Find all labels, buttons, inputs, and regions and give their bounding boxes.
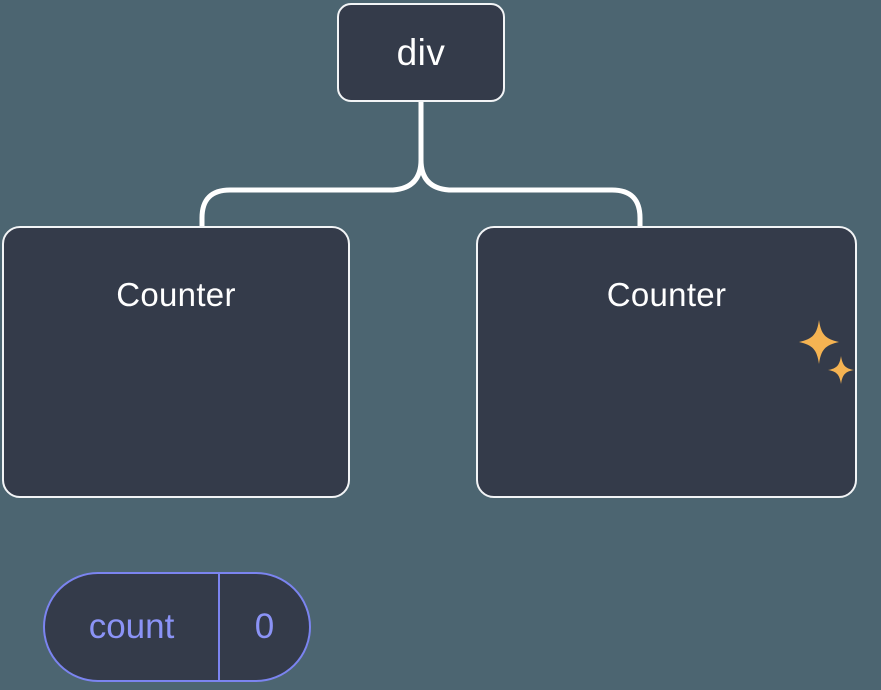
tree-node-counter-right[interactable]: Counter count 1 — [476, 226, 857, 498]
tree-node-counter-left[interactable]: Counter count 0 — [2, 226, 350, 682]
state-value-label: 0 — [254, 607, 275, 646]
connector-branch-left — [199, 157, 424, 232]
state-key-label: count — [45, 574, 220, 680]
tree-node-div[interactable]: div — [337, 3, 505, 102]
connector-branch-right — [418, 157, 643, 232]
component-tree-diagram: div Counter count 0 Counter count 1 — [2, 3, 857, 682]
state-pill-count-left[interactable]: count 0 — [43, 572, 311, 682]
node-title-counter-right: Counter — [606, 276, 727, 313]
node-label-div: div — [396, 32, 446, 73]
node-title-counter-left: Counter — [116, 276, 236, 313]
